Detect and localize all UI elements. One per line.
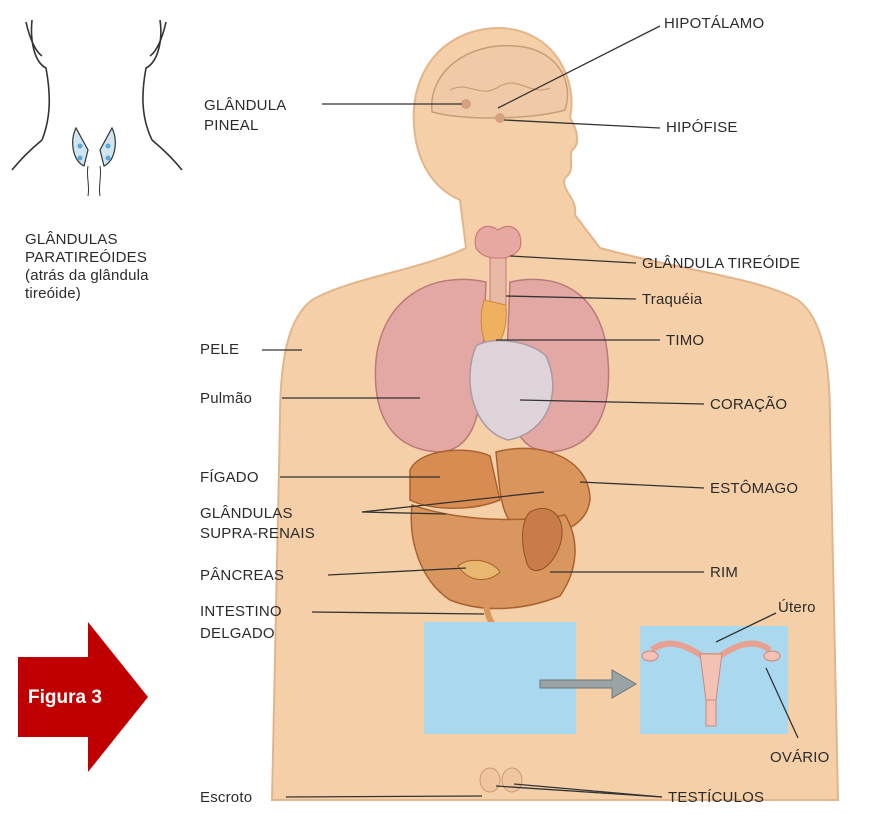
parathyroid-glands [73,128,116,196]
label-pele: PELE [200,340,239,359]
label-intestino-line2: DELGADO [200,624,275,643]
label-pulmao: Pulmão [200,389,252,408]
label-intestino-line1: INTESTINO [200,602,282,621]
label-estomago: ESTÔMAGO [710,479,798,498]
label-rim: RIM [710,563,738,582]
label-hipotalamo: HIPOTÁLAMO [664,14,764,33]
label-timo: TIMO [666,331,704,350]
label-coracao: CORAÇÃO [710,395,787,414]
label-paratireoides-line4: tireóide) [25,284,81,303]
label-hipofise: HIPÓFISE [666,118,738,137]
testicle-right [502,768,522,792]
label-escroto: Escroto [200,788,252,807]
label-suprarenais-line2: SUPRA-RENAIS [200,524,315,543]
label-testiculos: TESTÍCULOS [668,788,764,807]
label-suprarenais-line1: GLÂNDULAS [200,504,293,523]
pituitary-gland [495,113,505,123]
testicle-left [480,768,500,792]
label-pineal-line1: GLÂNDULA [204,96,286,115]
figure-badge-label: Figura 3 [20,687,110,709]
label-glandula-tireoide: GLÂNDULA TIREÓIDE [642,254,800,273]
neck-inset [12,20,182,170]
label-paratireoides-line2: PARATIREÓIDES [25,248,147,267]
pineal-gland [461,99,471,109]
label-figado: FÍGADO [200,468,259,487]
label-traqueia: Traquéia [642,290,702,309]
label-paratireoides-line1: GLÂNDULAS [25,230,118,249]
trachea [490,258,506,308]
thyroid-gland [475,226,521,258]
pelvic-inset-box [424,622,576,734]
label-utero: Útero [778,598,816,617]
liver [410,450,500,508]
label-pancreas: PÂNCREAS [200,566,284,585]
label-paratireoides-line3: (atrás da glândula [25,266,149,285]
label-ovario: OVÁRIO [770,748,830,767]
label-pineal-line2: PINEAL [204,116,259,135]
